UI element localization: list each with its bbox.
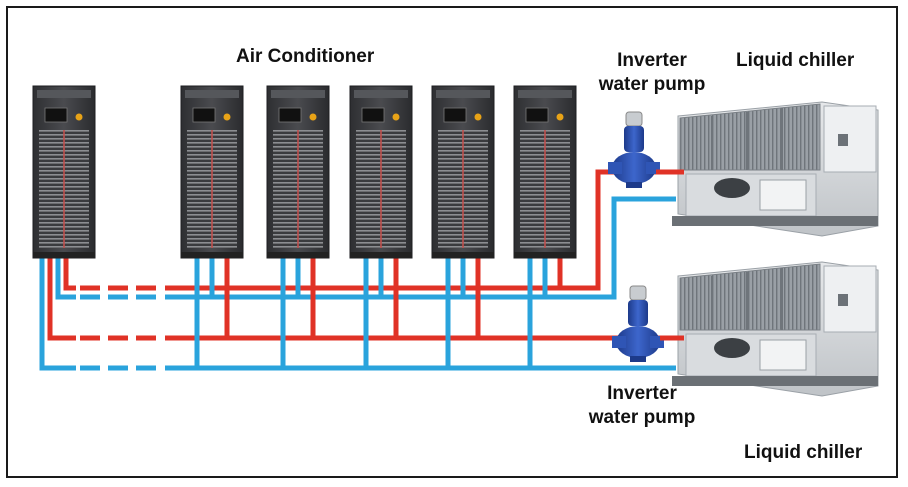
supply-pipe-top <box>63 258 76 291</box>
return-pipe-top <box>55 258 76 300</box>
air-conditioner-unit <box>349 85 413 259</box>
pump-label-bottom-line2: water pump <box>588 407 696 428</box>
pump-label-bottom: Inverter water pump <box>574 382 710 430</box>
chiller-label-bottom: Liquid chiller <box>744 442 863 463</box>
air-conditioner-unit <box>180 85 244 259</box>
liquid-chiller-bottom <box>672 261 879 397</box>
air-conditioner-unit <box>32 85 96 259</box>
inverter-water-pump-bottom <box>612 285 664 362</box>
air-conditioner-label: Air Conditioner <box>236 46 375 67</box>
liquid-chiller-top <box>672 101 879 237</box>
air-conditioner-unit <box>513 85 577 259</box>
pump-label-top-line1: Inverter <box>617 50 687 71</box>
supply-pipe-bottom <box>47 258 76 341</box>
inverter-water-pump-top <box>608 111 660 188</box>
pump-label-top-line2: water pump <box>598 74 706 95</box>
air-conditioner-unit <box>266 85 330 259</box>
ac-drops <box>194 258 563 368</box>
air-conditioner-unit <box>431 85 495 259</box>
pipe-network <box>39 169 680 371</box>
pump-label-bottom-line1: Inverter <box>607 383 677 404</box>
return-pipe-bottom <box>39 258 76 371</box>
chiller-label-top: Liquid chiller <box>736 50 855 71</box>
return-pipe-main-top <box>165 196 676 300</box>
pump-label-top: Inverter water pump <box>584 49 720 97</box>
diagram-frame <box>6 6 898 478</box>
